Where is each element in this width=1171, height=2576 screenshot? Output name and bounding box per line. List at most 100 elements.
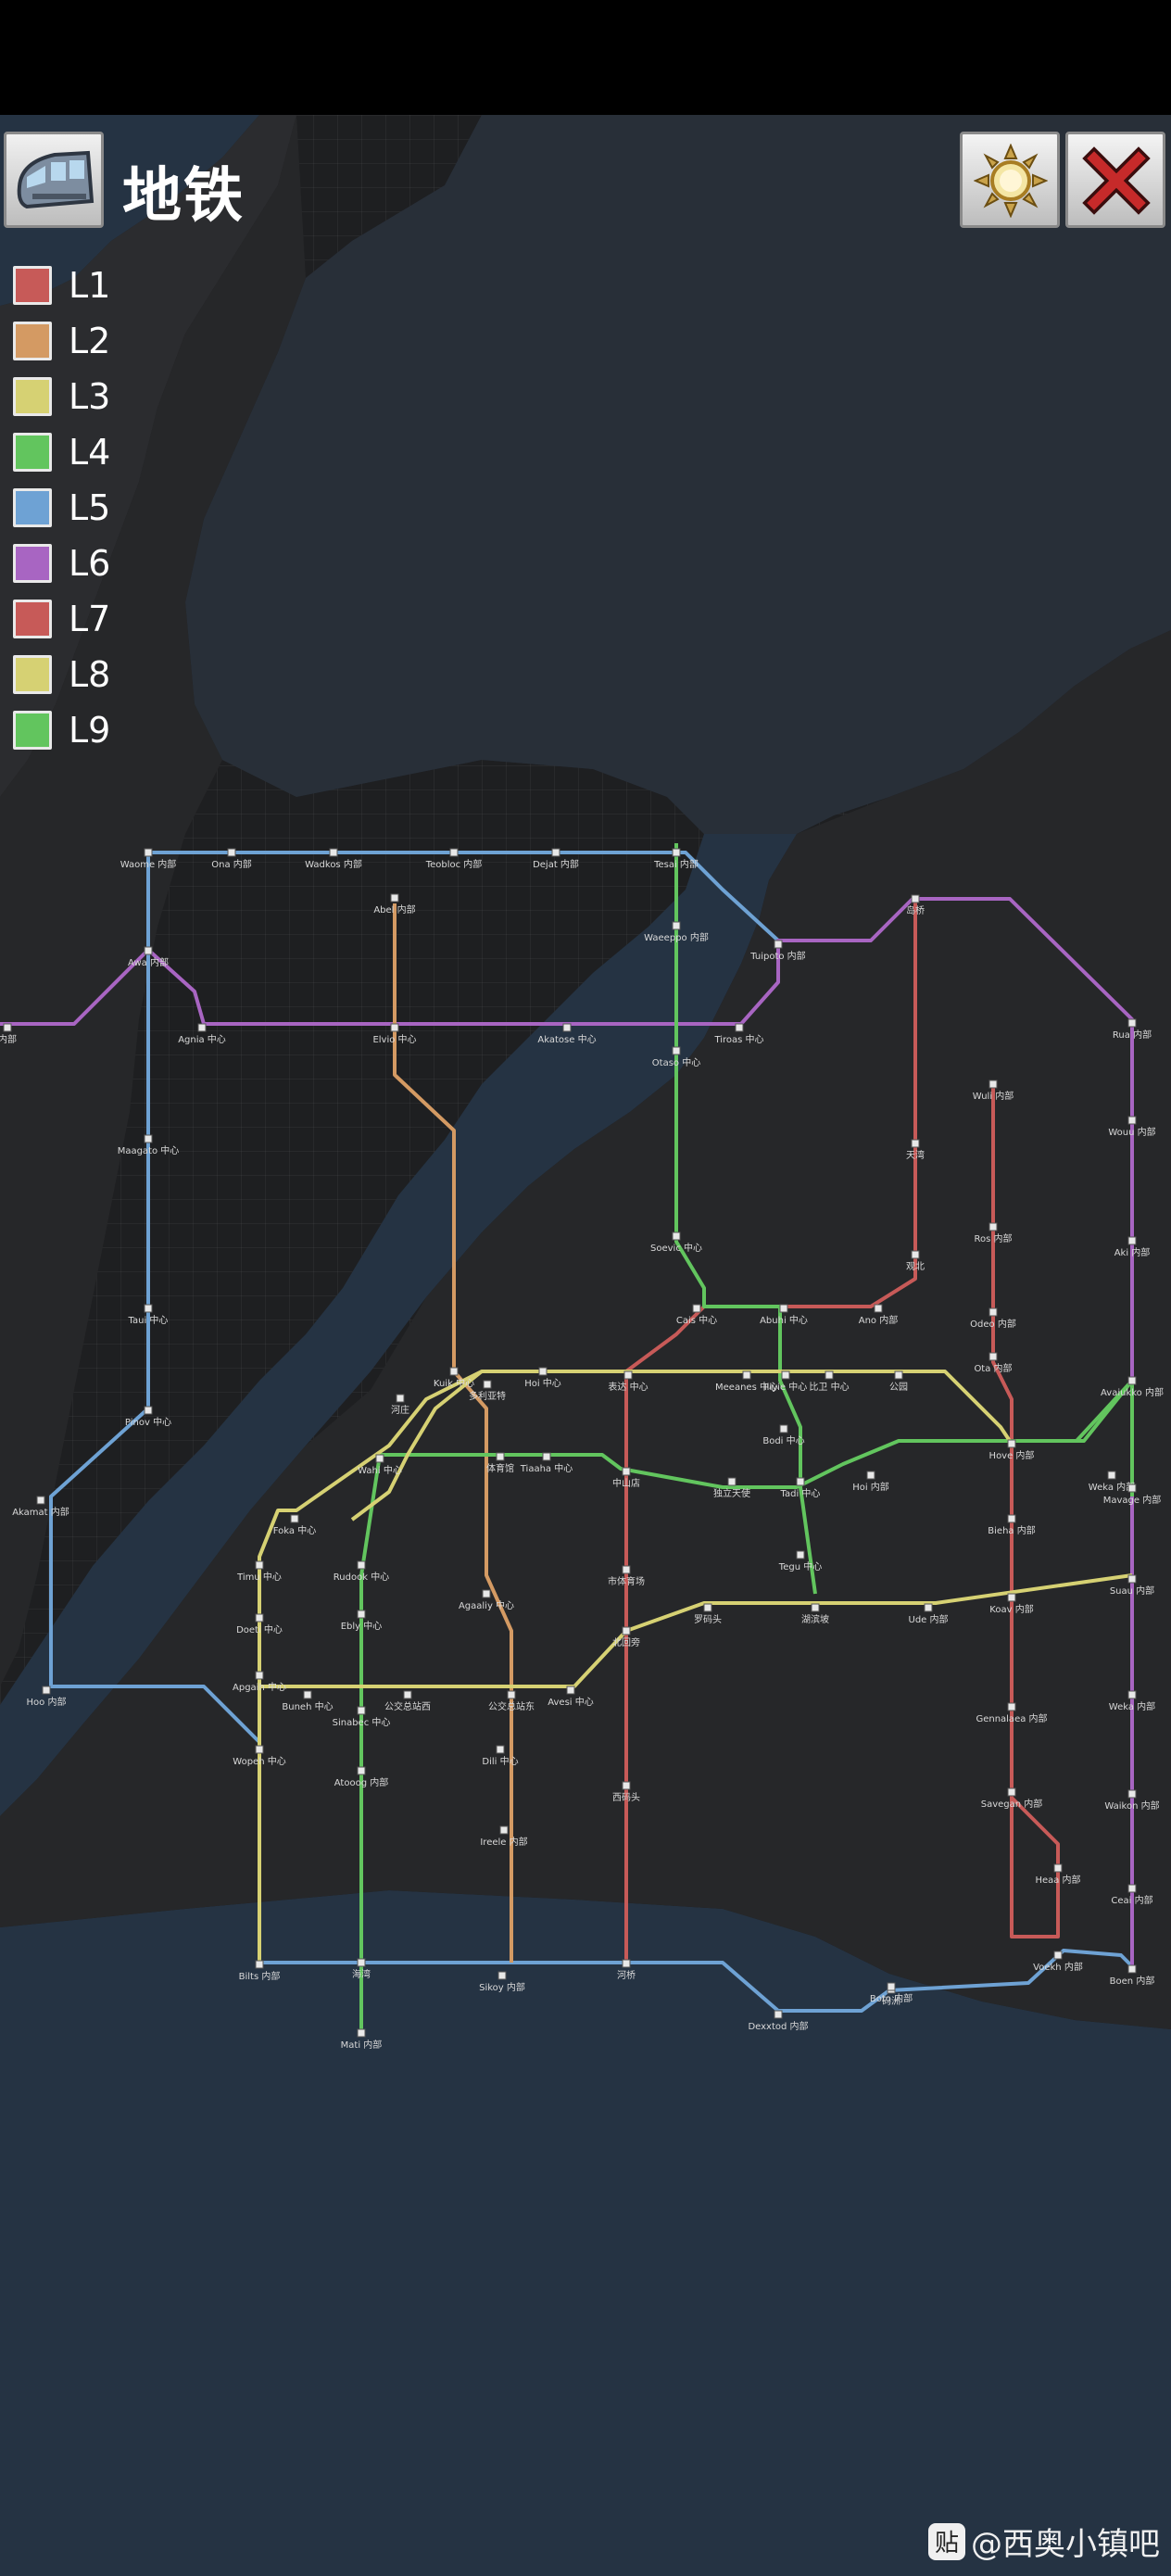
station[interactable]: 岛桥	[906, 894, 925, 916]
station-marker[interactable]	[42, 1686, 51, 1695]
station-marker[interactable]	[622, 1467, 631, 1476]
station-marker[interactable]	[1127, 1964, 1137, 1974]
station[interactable]: Ireele 内部	[480, 1825, 528, 1848]
station[interactable]: Hoi 中心	[524, 1367, 561, 1389]
station[interactable]: Bodi 中心	[762, 1424, 805, 1446]
station-marker[interactable]	[1127, 1484, 1137, 1493]
station[interactable]: Avesi 中心	[548, 1686, 594, 1708]
station-marker[interactable]	[779, 1424, 788, 1433]
station-marker[interactable]	[3, 1023, 12, 1032]
station-marker[interactable]	[227, 848, 236, 857]
station-marker[interactable]	[622, 1781, 631, 1790]
station-marker[interactable]	[727, 1477, 737, 1486]
station-marker[interactable]	[303, 1690, 312, 1699]
station-marker[interactable]	[622, 1626, 631, 1635]
station[interactable]: 天湾	[906, 1139, 925, 1161]
station-marker[interactable]	[622, 1565, 631, 1574]
station-marker[interactable]	[497, 1971, 507, 1980]
station-marker[interactable]	[825, 1370, 834, 1380]
station[interactable]: Wopeh 中心	[233, 1745, 286, 1767]
station-marker[interactable]	[144, 1134, 153, 1143]
station-marker[interactable]	[1127, 1236, 1137, 1245]
station[interactable]: Gennalaea 内部	[976, 1702, 1048, 1724]
station-marker[interactable]	[1127, 1376, 1137, 1385]
station[interactable]: Timu 中心	[236, 1560, 282, 1583]
station[interactable]: Doeti 中心	[236, 1613, 283, 1635]
station-marker[interactable]	[562, 1023, 572, 1032]
station[interactable]: Weka 内部	[1109, 1690, 1155, 1712]
station[interactable]: Meeanes 中心	[715, 1370, 778, 1393]
station-marker[interactable]	[703, 1603, 712, 1612]
legend-item-l4[interactable]: L4	[13, 424, 143, 480]
station[interactable]: Ota 内部	[974, 1352, 1013, 1374]
station-marker[interactable]	[1127, 1116, 1137, 1125]
station-marker[interactable]	[357, 1706, 366, 1715]
station-marker[interactable]	[1007, 1439, 1016, 1448]
station[interactable]: Apgaih 中心	[233, 1671, 286, 1693]
settings-button[interactable]	[960, 132, 1060, 228]
station-marker[interactable]	[672, 1231, 681, 1241]
station-marker[interactable]	[1053, 1951, 1063, 1960]
station[interactable]: Ona 内部	[211, 848, 252, 870]
station-marker[interactable]	[255, 1671, 264, 1680]
station-marker[interactable]	[1007, 1787, 1016, 1797]
station[interactable]: Otaso 中心	[652, 1046, 700, 1068]
station[interactable]: 北回旁	[612, 1626, 640, 1648]
station[interactable]: Voekh 内部	[1033, 1951, 1083, 1973]
station[interactable]: 体育馆	[486, 1452, 514, 1474]
station-marker[interactable]	[255, 1560, 264, 1570]
station-marker[interactable]	[988, 1307, 998, 1317]
station-marker[interactable]	[811, 1603, 820, 1612]
station-marker[interactable]	[874, 1304, 883, 1313]
station[interactable]: Agnia 中心	[178, 1023, 226, 1045]
station[interactable]: Soevic 中心	[650, 1231, 702, 1254]
station-marker[interactable]	[781, 1370, 790, 1380]
app-icon-button[interactable]	[4, 132, 104, 228]
station-marker[interactable]	[1107, 1471, 1116, 1480]
station-marker[interactable]	[144, 1304, 153, 1313]
station-marker[interactable]	[887, 1982, 896, 1991]
station[interactable]: Mati 内部	[341, 2028, 383, 2051]
station[interactable]: Weka 内部	[1089, 1471, 1135, 1493]
station-marker[interactable]	[197, 1023, 207, 1032]
station-marker[interactable]	[988, 1222, 998, 1231]
station[interactable]: Tegu 中心	[778, 1550, 822, 1572]
station[interactable]: 河庄	[391, 1394, 409, 1416]
station[interactable]: Agaaliy 中心	[459, 1589, 514, 1611]
station[interactable]: Wahi 中心	[358, 1454, 402, 1476]
station-marker[interactable]	[290, 1514, 299, 1523]
station[interactable]: 公交总站东	[488, 1690, 535, 1712]
station-marker[interactable]	[779, 1304, 788, 1313]
station[interactable]: Kuik 中心	[434, 1367, 474, 1389]
station-marker[interactable]	[692, 1304, 701, 1313]
station-marker[interactable]	[483, 1380, 492, 1389]
station[interactable]: Wouu 内部	[1108, 1116, 1156, 1138]
station[interactable]: Ros 内部	[974, 1222, 1013, 1244]
station[interactable]: Bieha 内部	[988, 1514, 1036, 1536]
station-marker[interactable]	[894, 1370, 903, 1380]
station-marker[interactable]	[1053, 1863, 1063, 1873]
station[interactable]: 表达 中心	[608, 1370, 648, 1393]
station-marker[interactable]	[396, 1394, 405, 1403]
station[interactable]: Akamat 内部	[12, 1496, 69, 1518]
station-marker[interactable]	[496, 1745, 505, 1754]
station[interactable]: 公交总站西	[384, 1690, 431, 1712]
station-marker[interactable]	[507, 1690, 516, 1699]
station[interactable]: 独立天使	[713, 1477, 750, 1499]
station-marker[interactable]	[449, 1367, 459, 1376]
station[interactable]: Tuipoto 内部	[749, 940, 806, 962]
station-marker[interactable]	[911, 1250, 920, 1259]
station[interactable]: Ebly 中心	[341, 1610, 383, 1632]
station-marker[interactable]	[774, 940, 783, 949]
station-marker[interactable]	[542, 1452, 551, 1461]
station-marker[interactable]	[144, 946, 153, 955]
station-marker[interactable]	[1127, 1884, 1137, 1893]
station-marker[interactable]	[375, 1454, 384, 1463]
station[interactable]: Ano 内部	[859, 1304, 898, 1326]
station-marker[interactable]	[496, 1452, 505, 1461]
station[interactable]: Teobloc 内部	[425, 848, 483, 870]
station-marker[interactable]	[672, 848, 681, 857]
station[interactable]: Taui 中心	[128, 1304, 169, 1326]
station-marker[interactable]	[551, 848, 560, 857]
